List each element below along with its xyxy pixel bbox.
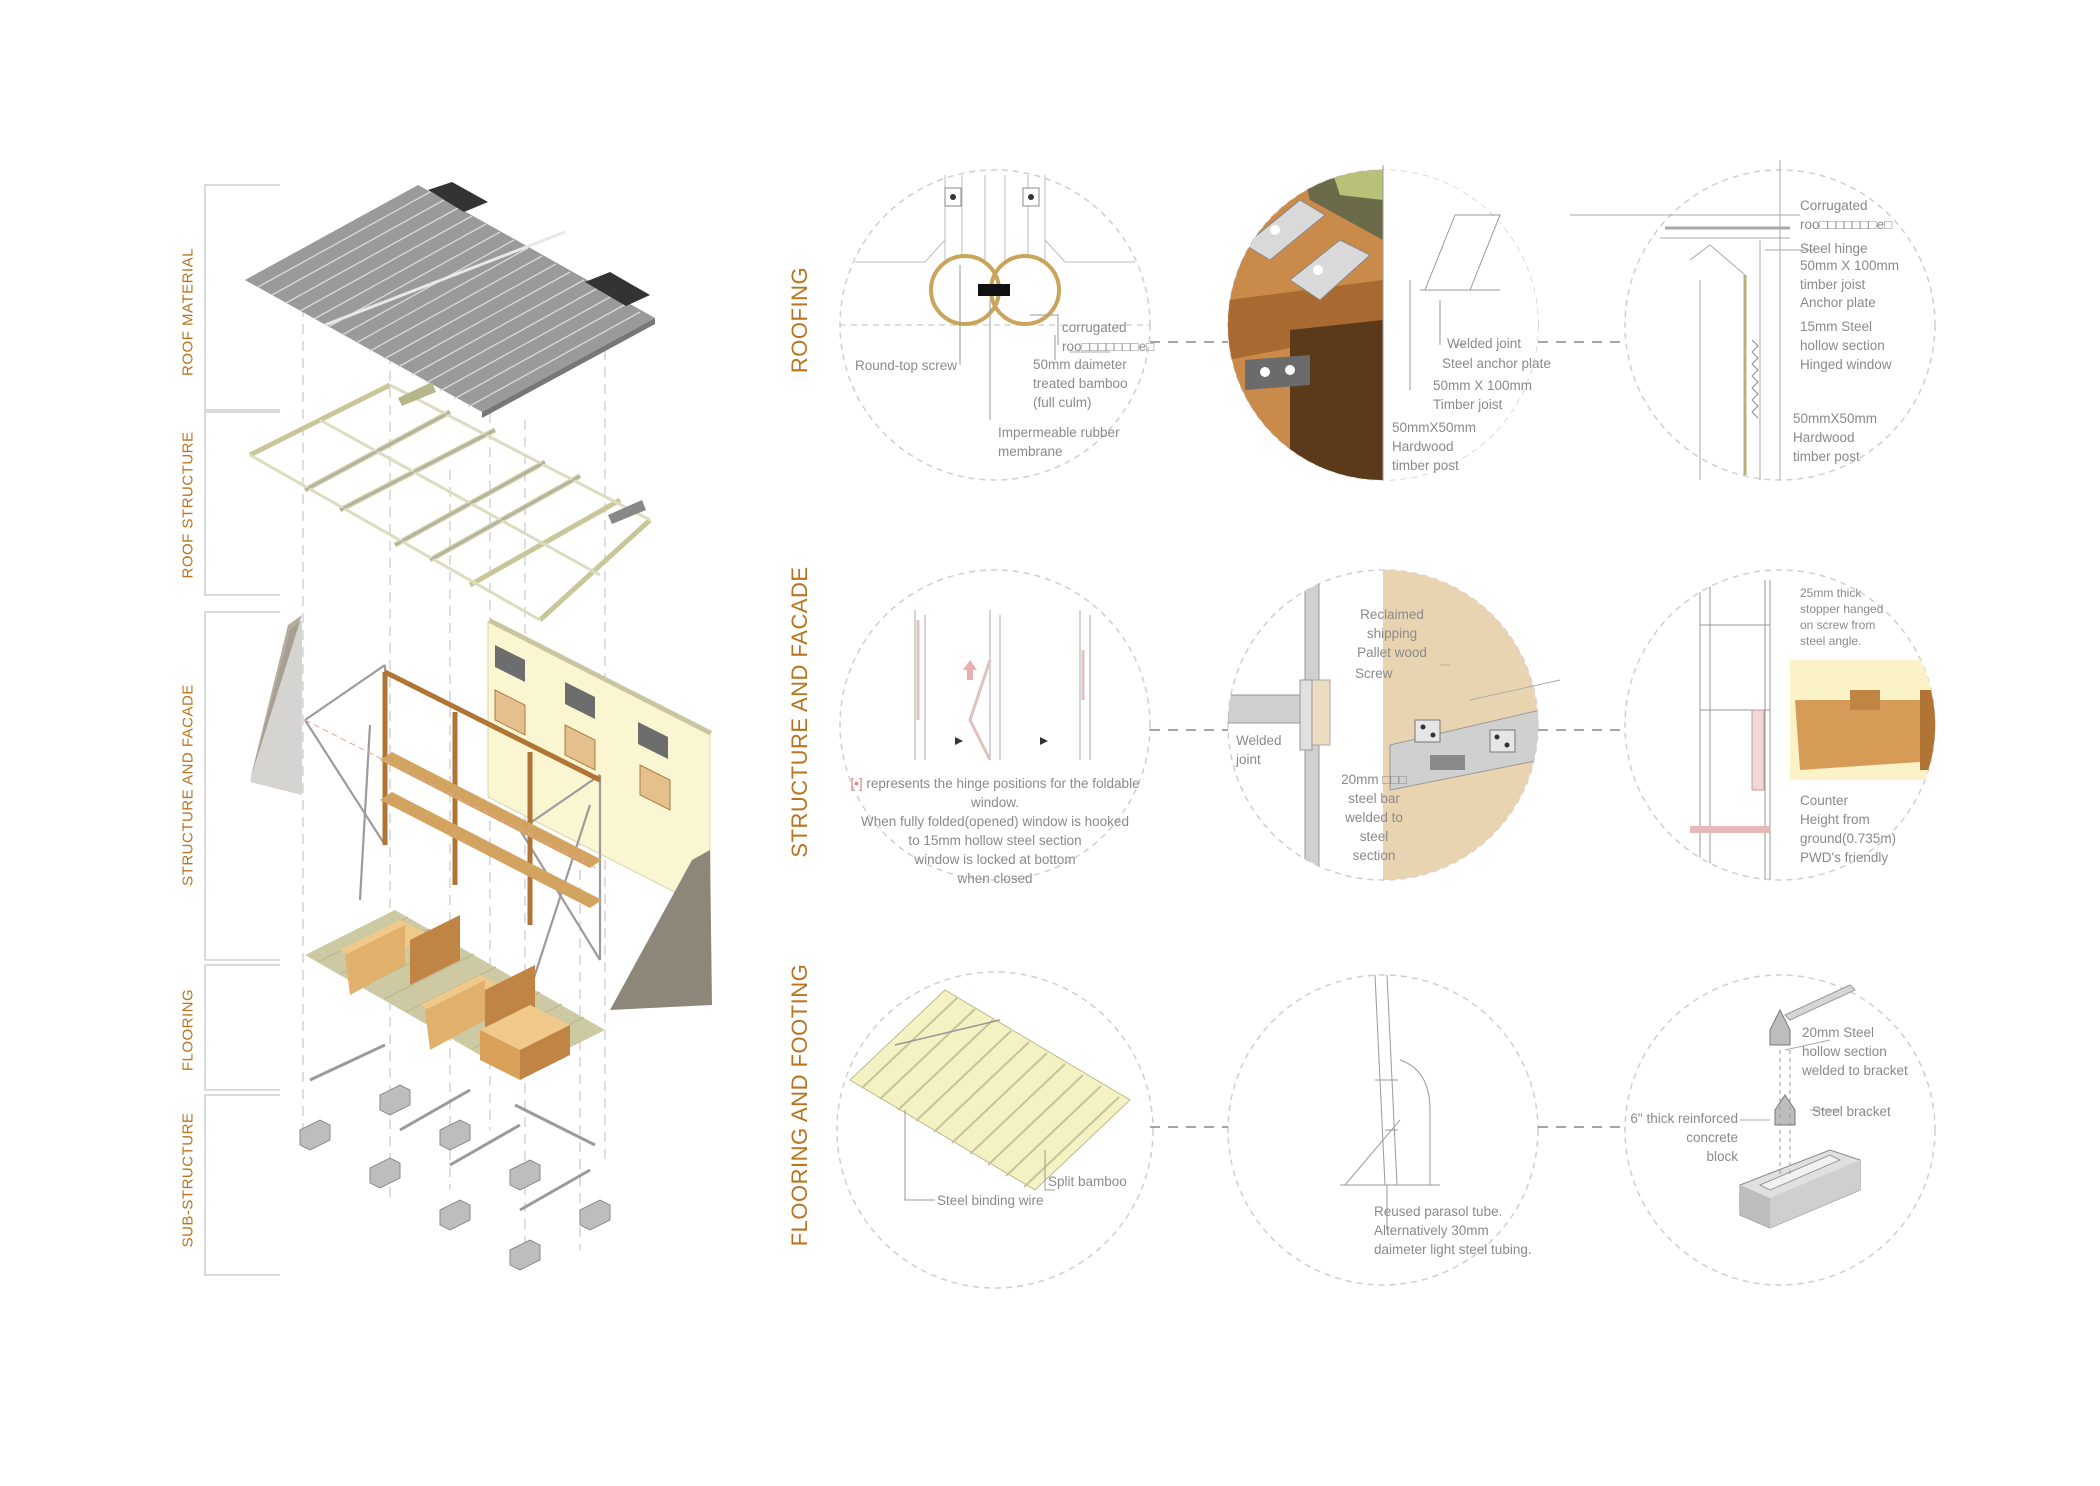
layer-label-structure-facade: STRUCTURE AND FACADE <box>179 684 197 886</box>
label-hinged-window: Hinged window <box>1800 357 1892 372</box>
label-timber-post-2: 50mmX50mm Hardwood timber post <box>1793 411 1878 464</box>
label-hinge-note: [•] represents the hinge positions for t… <box>850 774 1139 888</box>
label-welded-joint: Welded joint <box>1447 336 1522 351</box>
section-label-roofing: ROOFING <box>787 266 812 374</box>
flooring-detail-2 <box>1340 974 1440 1230</box>
structure-detail-3 <box>1690 580 1935 880</box>
label-parasol-tube: Reused parasol tube. Alternatively 30mm … <box>1374 1204 1532 1257</box>
section-label-structure-facade: STRUCTURE AND FACADE <box>787 566 812 858</box>
layer-label-roof-material: ROOF MATERIAL <box>179 248 197 376</box>
flooring-detail-3 <box>1739 984 1861 1229</box>
roofing-detail-3 <box>1660 160 1790 480</box>
roofing-detail-2 <box>1228 165 1538 480</box>
connector-dashes <box>1150 341 1625 1128</box>
roof-structure-frame <box>248 382 652 622</box>
facade-wall <box>487 618 712 911</box>
sub-structure <box>299 1043 611 1271</box>
hinge-note-text: represents the hinge positions for the f… <box>861 776 1140 886</box>
label-counter-height: Counter Height from ground(0.735m) PWD's… <box>1800 793 1897 865</box>
layer-label-flooring: FLOORING <box>179 988 197 1072</box>
layer-brackets <box>204 184 280 1276</box>
label-concrete-block: 6" thick reinforced concrete block <box>1630 1111 1738 1164</box>
label-welded-joint-2: Welded joint <box>1236 733 1282 767</box>
label-reclaimed-pallet-wood: Reclaimed shipping Pallet wood <box>1357 607 1427 660</box>
label-timber-joist-2: 50mm X 100mm timber joist <box>1800 258 1900 292</box>
label-steel-anchor-plate: Steel anchor plate <box>1442 356 1551 371</box>
leader-lines <box>1070 214 1840 1121</box>
hinge-marker: [•] <box>850 776 863 791</box>
side-panel-right <box>610 850 712 1010</box>
roofing-detail-1 <box>840 175 1150 420</box>
furniture <box>340 915 570 1080</box>
counter-shelf <box>380 752 602 908</box>
label-timber-joist: 50mm X 100mm Timber joist <box>1433 378 1533 412</box>
label-hollow-section: 15mm Steel hollow section <box>1800 319 1885 353</box>
label-steel-binding-wire: Steel binding wire <box>937 1193 1044 1208</box>
layer-label-sub-structure: SUB-STRUCTURE <box>179 1112 197 1248</box>
label-screw: Screw <box>1355 666 1393 681</box>
section-label-flooring-footing: FLOORING AND FOOTING <box>787 963 812 1247</box>
label-steel-hinge: Steel hinge <box>1800 241 1868 256</box>
label-bamboo-culm: 50mm daimeter treated bamboo (full culm) <box>1033 357 1128 410</box>
label-split-bamboo: Split bamboo <box>1048 1174 1127 1189</box>
layer-label-roof-structure: ROOF STRUCTURE <box>179 431 197 579</box>
steel-frame <box>304 664 602 991</box>
label-round-top-screw: Round-top screw <box>855 358 958 373</box>
label-steel-bar: 20mm □□□ steel bar welded to steel secti… <box>1341 772 1407 863</box>
label-steel-hollow-section: 20mm Steel hollow section welded to brac… <box>1802 1025 1908 1078</box>
label-timber-post: 50mmX50mm Hardwood timber post <box>1392 420 1477 473</box>
label-corrugated-roofing-1: corrugated roo□□□□□□□e□ <box>1062 320 1155 354</box>
label-corrugated-roofing-2: Corrugated roo□□□□□□□e□ <box>1800 198 1893 232</box>
label-steel-bracket: Steel bracket <box>1812 1104 1891 1119</box>
label-stopper: 25mm thick stopper hanged on screw from … <box>1800 586 1884 648</box>
flooring-detail-1 <box>849 989 1131 1201</box>
label-anchor-plate: Anchor plate <box>1800 295 1876 310</box>
side-panel-left <box>250 615 302 795</box>
structure-detail-1 <box>914 610 1091 761</box>
label-rubber-membrane: Impermeable rubber membrane <box>998 425 1120 459</box>
roof-material-sheet <box>245 182 655 418</box>
